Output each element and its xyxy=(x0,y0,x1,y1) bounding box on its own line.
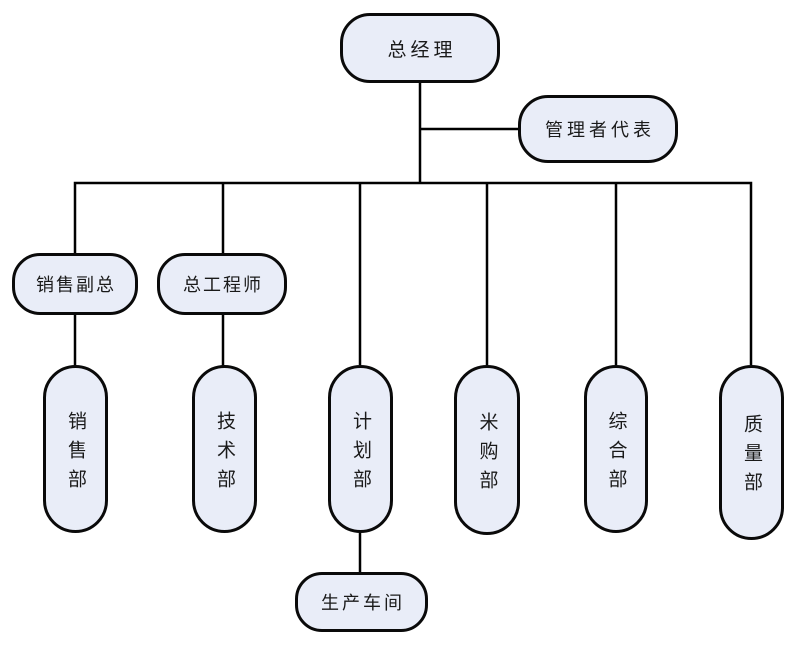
node-general-manager: 总经理 xyxy=(340,13,500,83)
node-production-workshop: 生产车间 xyxy=(295,572,428,632)
node-sales-vp-label: 销售副总 xyxy=(36,275,116,295)
edge-bus xyxy=(73,181,753,365)
node-sales-vp: 销售副总 xyxy=(12,253,138,315)
node-sales-dept-label: 销售部 xyxy=(65,410,86,498)
node-general-affairs-dept: 综合部 xyxy=(584,365,648,533)
node-tech-dept: 技术部 xyxy=(192,365,257,533)
node-purchasing-dept-label: 米购部 xyxy=(476,411,498,499)
node-sales-dept: 销售部 xyxy=(43,365,108,533)
node-planning-dept-label: 计划部 xyxy=(350,410,371,498)
node-general-affairs-dept-label: 综合部 xyxy=(605,410,627,498)
node-chief-engineer-label: 总工程师 xyxy=(183,275,263,295)
node-management-representative: 管理者代表 xyxy=(518,95,678,163)
node-production-workshop-label: 生产车间 xyxy=(321,593,405,613)
node-quality-dept: 质量部 xyxy=(719,365,784,540)
node-purchasing-dept: 米购部 xyxy=(454,365,520,535)
node-tech-dept-label: 技术部 xyxy=(214,410,235,498)
node-planning-dept: 计划部 xyxy=(328,365,393,533)
node-general-manager-label: 总经理 xyxy=(387,39,457,61)
node-chief-engineer: 总工程师 xyxy=(157,253,287,315)
node-management-representative-label: 管理者代表 xyxy=(545,120,655,140)
node-quality-dept-label: 质量部 xyxy=(741,414,762,501)
